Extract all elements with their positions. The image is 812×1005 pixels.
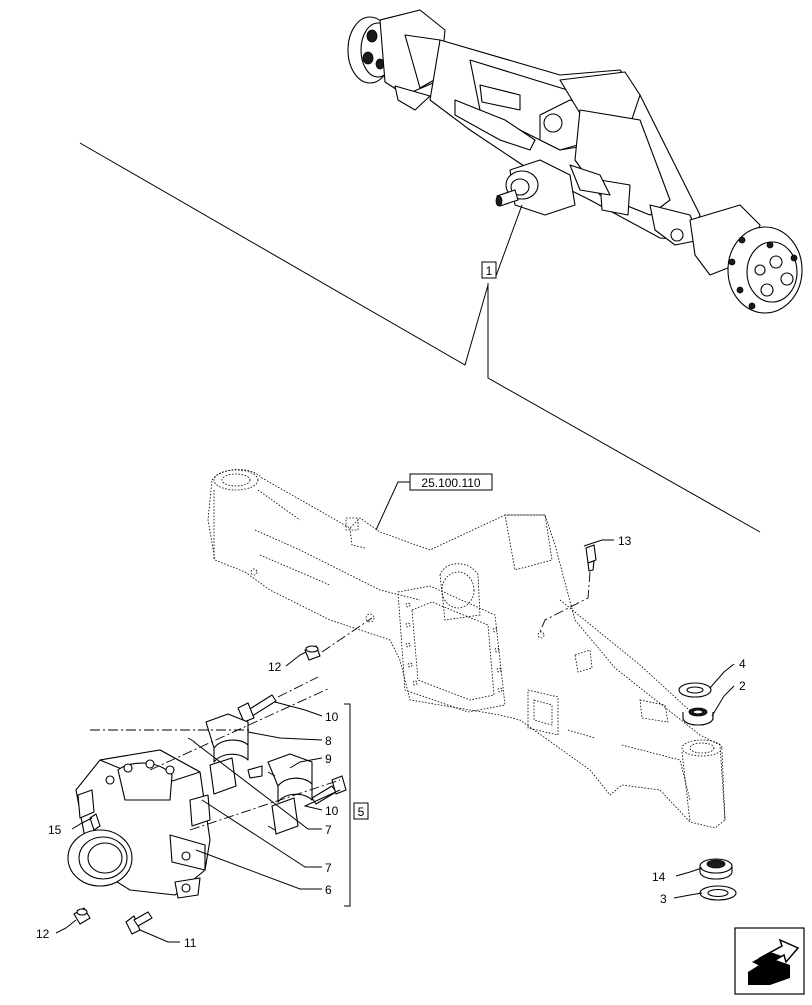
thrust-washer-4 [678,682,712,698]
alignment-lines [90,687,341,831]
callout-3: 3 [660,892,667,906]
bolt-10-upper [237,676,319,723]
bolt-11 [125,911,153,935]
axle-housing-phantom [207,469,726,829]
group-reference-box[interactable]: 25.100.110 [375,473,493,531]
thrust-washer-3 [699,885,737,901]
pinion-housing [495,159,576,216]
bolt-10-lower [311,775,347,805]
callout-8: 8 [325,734,332,748]
callout-14: 14 [652,870,666,884]
plug-12-upper [304,617,373,661]
callout-leaders [55,539,735,943]
right-wheel-hub [689,204,803,314]
bearing-14 [699,858,733,880]
callout-13: 13 [618,534,632,548]
axle-beam-overview [429,39,701,246]
callout-10-lower: 10 [325,804,339,818]
plug-12-lower [73,907,91,925]
assembly-reference-label: 1 [486,264,493,278]
next-page-arrow-icon[interactable] [734,927,805,995]
callout-12-lower: 12 [36,927,50,941]
assembly-reference-box[interactable]: 1 [481,261,497,279]
callout-11: 11 [184,936,197,950]
callout-6: 6 [325,883,332,897]
grease-fitting-15 [89,813,101,831]
kit-reference-box[interactable]: 5 [353,802,369,820]
left-wheel-hub [347,9,453,111]
kit-reference-label: 5 [358,805,365,819]
bearing-2 [682,707,714,726]
grease-nipple-13 [539,544,597,633]
callout-10-upper: 10 [325,710,339,724]
bushing-half-9 [247,753,313,835]
callout-numbers: 13 12 4 2 10 8 9 10 7 7 6 15 12 11 14 3 [36,534,746,950]
pivot-bracket-6 [67,749,211,899]
callout-4: 4 [739,657,746,671]
callout-7-a: 7 [325,823,332,837]
reference-leaders [79,142,761,533]
callout-15: 15 [48,823,62,837]
axle-assembly-overview [347,9,803,314]
callout-2: 2 [739,679,746,693]
bushing-half-8 [205,713,249,795]
callout-12-upper: 12 [268,660,282,674]
kit-bracket [344,703,351,907]
callout-9: 9 [325,752,332,766]
callout-7-b: 7 [325,861,332,875]
group-reference-label: 25.100.110 [421,476,480,490]
